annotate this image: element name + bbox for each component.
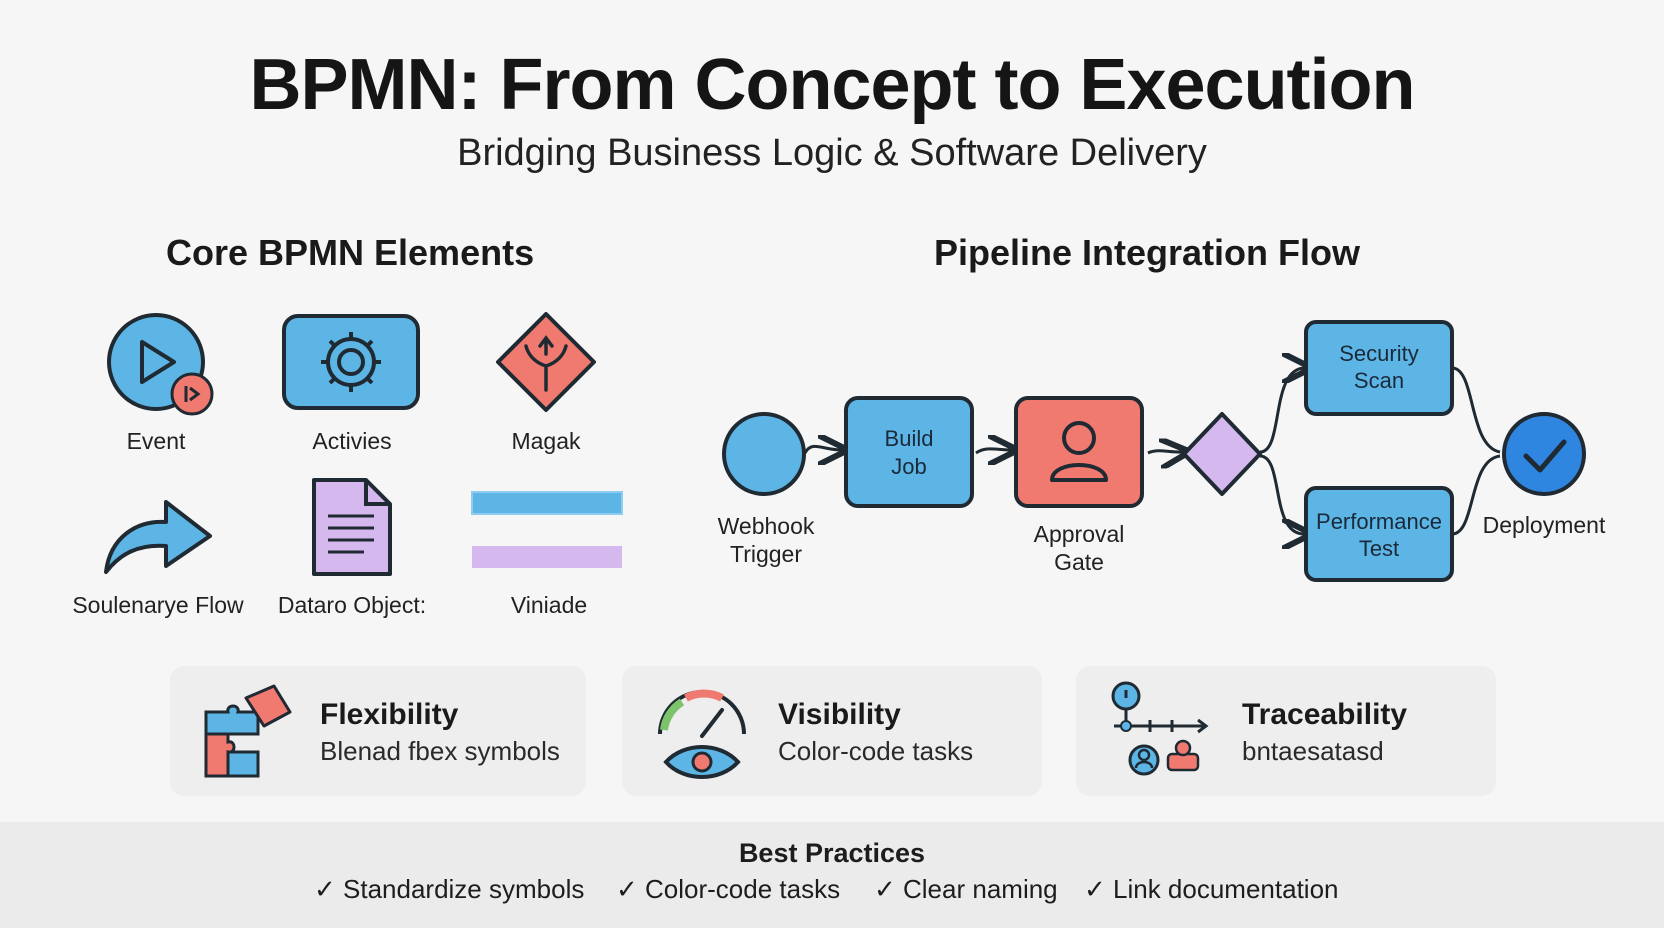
element-label-activities: Activies [312,428,392,454]
deployment-node [1502,412,1586,496]
start-event-icon [107,313,214,416]
best-practice-item: ✓ Standardize symbols [314,874,585,904]
best-practices-bar [0,822,1664,928]
build-job-label-1: Build [885,426,934,451]
element-label-swimlane: Viniade [510,592,588,618]
gateway-diamond-icon [496,312,596,412]
performance-test-label-2: Test [1359,536,1399,561]
element-label-gateway: Magak [511,428,581,454]
puzzle-icon [204,684,292,778]
best-practice-item: ✓ Link documentation [1084,874,1339,904]
best-practice-item: ✓ Clear naming [874,874,1058,904]
build-job-label-2: Job [891,454,926,479]
security-scan-label-2: Scan [1354,368,1404,393]
deployment-label: Deployment [1482,512,1606,538]
connector-gateway-performance [1259,454,1306,534]
benefit-desc: bntaesatasd [1242,736,1384,766]
webhook-trigger-label-1: Webhook [717,513,815,539]
best-practices-title: Best Practices [738,838,926,868]
element-label-sequence-flow: Soulenarye Flow [72,592,244,618]
performance-test-node [1304,486,1454,582]
page-subtitle: Bridging Business Logic & Software Deliv… [457,132,1207,174]
benefit-desc: Blenad fbex symbols [320,736,560,766]
checkmark-icon [1523,439,1567,473]
connector-security-deploy [1451,366,1501,454]
swimlane-bars-icon [471,491,623,568]
benefit-card-flexibility: Flexibility Blenad fbex symbols [170,666,586,796]
element-label-data-object: Dataro Object: [277,592,427,618]
approval-gate-label-2: Gate [1054,549,1104,575]
webhook-trigger-label: Webhook Trigger [700,512,832,568]
core-elements-heading: Core BPMN Elements [166,232,535,273]
connector-gateway-security [1259,368,1306,454]
security-scan-node [1304,320,1454,416]
approval-gate-label-1: Approval [1033,521,1125,547]
user-icon [1050,421,1108,482]
approval-gate-label: Approval Gate [1016,520,1142,576]
connector-performance-deploy [1451,454,1501,536]
benefit-card-traceability: Traceability bntaesatasd [1076,666,1496,796]
activity-gear-icon [282,314,420,410]
benefit-title: Traceability [1242,698,1408,731]
gauge-eye-icon [658,689,746,779]
sequence-flow-arrow-icon [104,500,212,574]
connector-approval-gateway [1147,451,1184,453]
exclusive-gateway-node [1182,412,1262,496]
webhook-trigger-node [722,412,806,496]
element-label-event: Event [126,428,186,454]
page-title: BPMN: From Concept to Execution [249,45,1415,125]
benefit-card-visibility: Visibility Color-code tasks [622,666,1042,796]
security-scan-label-1: Security [1339,341,1418,366]
build-job-node [844,396,974,508]
connector-trigger-build [803,446,842,453]
benefit-title: Visibility [778,698,901,731]
pipeline-diagram: Build Job Security Scan Performance Test [722,320,1586,582]
benefit-desc: Color-code tasks [778,736,974,766]
data-object-icon [312,478,392,576]
timeline-people-icon [1111,681,1209,776]
connector-build-approval [975,449,1012,453]
best-practice-item: ✓ Color-code tasks [616,874,841,904]
pipeline-heading: Pipeline Integration Flow [934,232,1361,273]
webhook-trigger-label-2: Trigger [730,541,802,567]
performance-test-label-1: Performance [1316,509,1442,534]
benefit-title: Flexibility [320,698,459,731]
